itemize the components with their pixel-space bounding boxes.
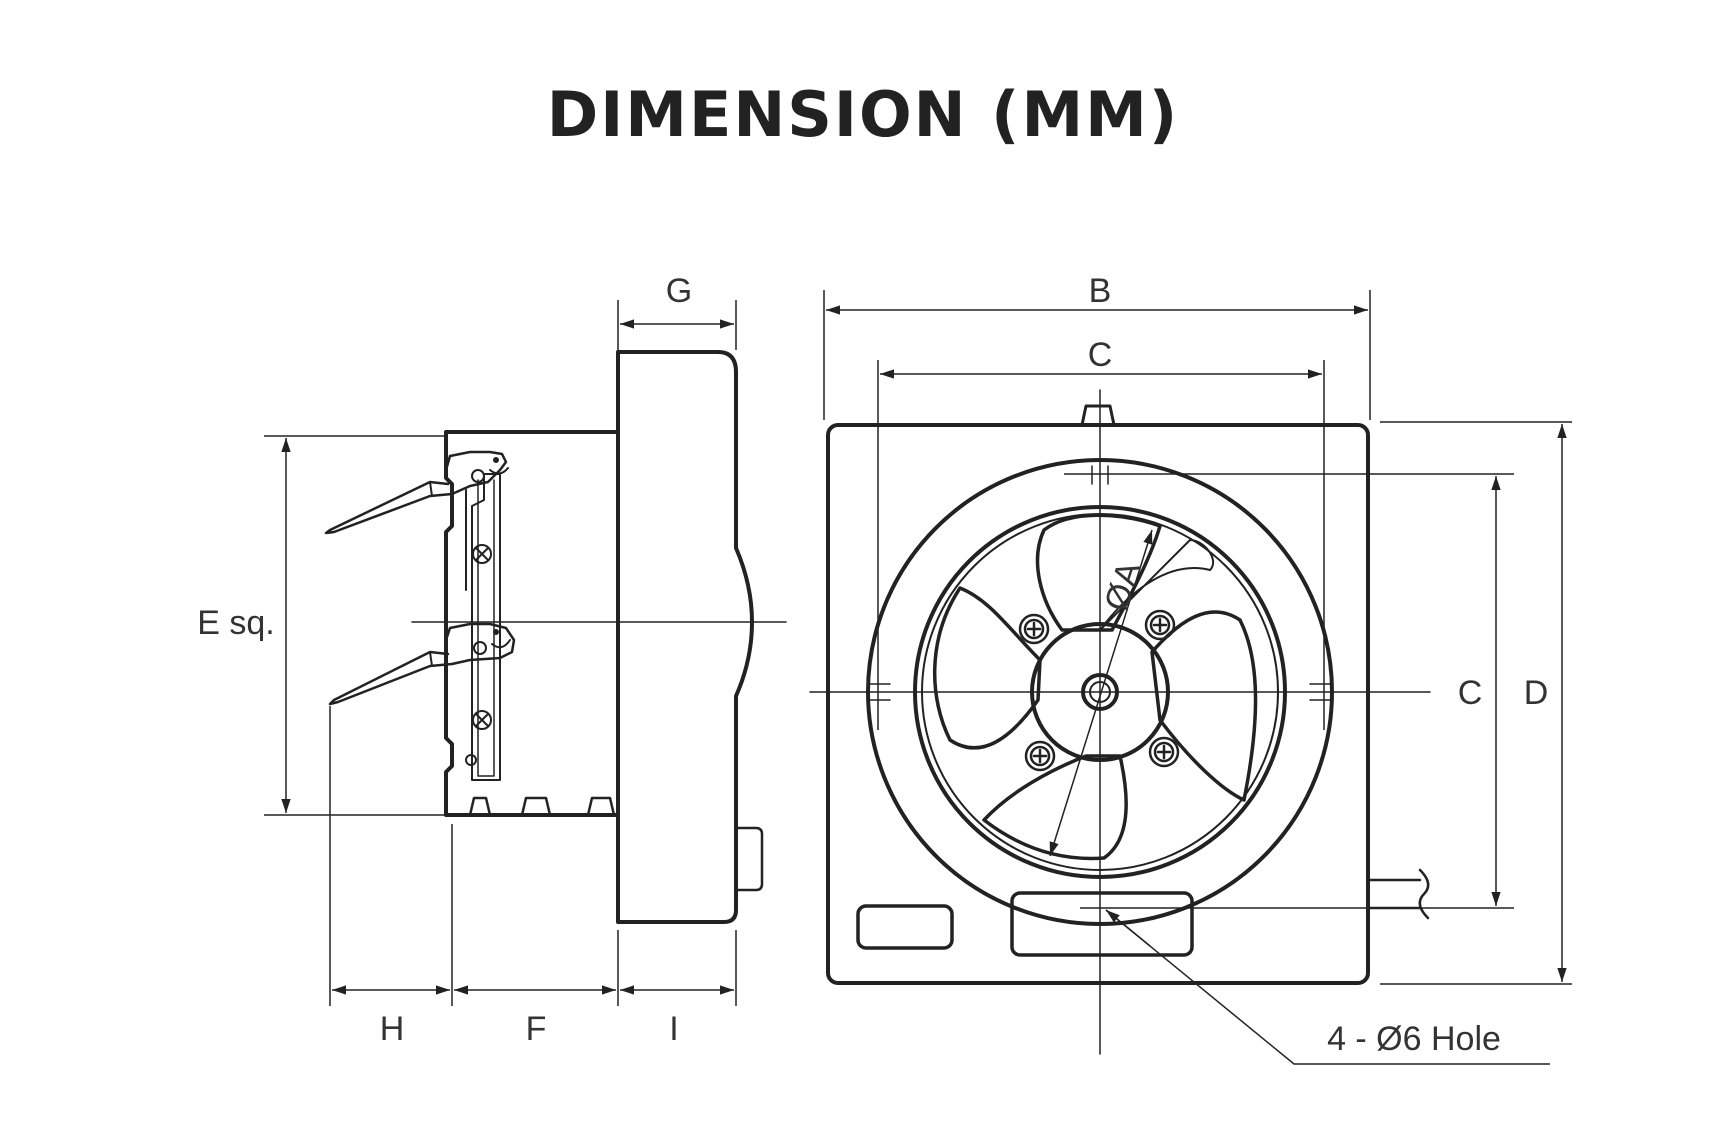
label-i: I	[669, 1010, 678, 1048]
label-d: D	[1524, 674, 1549, 712]
power-cable	[1366, 868, 1430, 920]
rail-screw-icon	[472, 544, 492, 564]
spring-clip-top	[324, 450, 508, 535]
label-e: E sq.	[197, 604, 274, 642]
rail-screw-icon	[472, 710, 492, 730]
label-c-top: C	[1088, 336, 1113, 374]
front-slot-small	[856, 904, 954, 950]
front-screw-icon	[1018, 613, 1050, 645]
dimension-lines	[264, 290, 1572, 1065]
label-b: B	[1089, 272, 1112, 310]
side-bottom-teeth	[468, 796, 616, 817]
front-slot-large	[1010, 891, 1194, 957]
side-cable-knob	[734, 826, 764, 892]
front-screw-icon	[1024, 740, 1056, 772]
side-front-body	[616, 350, 754, 924]
label-g: G	[666, 272, 692, 310]
front-frame	[826, 423, 1370, 985]
page-title: DIMENSION (MM)	[546, 78, 1180, 151]
label-f: F	[526, 1010, 547, 1048]
side-view	[324, 350, 787, 924]
front-view	[809, 389, 1431, 1055]
spring-clip-bottom	[328, 622, 516, 706]
dimension-labels: G B C E sq. C D H F I ØA 4 - Ø6 Hole	[197, 272, 1548, 1058]
fan-blades	[932, 513, 1258, 861]
label-hole: 4 - Ø6 Hole	[1327, 1020, 1501, 1058]
hole-leader-line	[1105, 909, 1550, 1065]
side-inner-rail	[465, 473, 501, 781]
label-c-right: C	[1458, 674, 1483, 712]
dim-a-line	[1049, 529, 1153, 857]
label-h: H	[380, 1010, 405, 1048]
front-screw-icon	[1144, 609, 1176, 641]
front-screw-icon	[1148, 736, 1180, 768]
front-top-tab	[1080, 404, 1116, 427]
